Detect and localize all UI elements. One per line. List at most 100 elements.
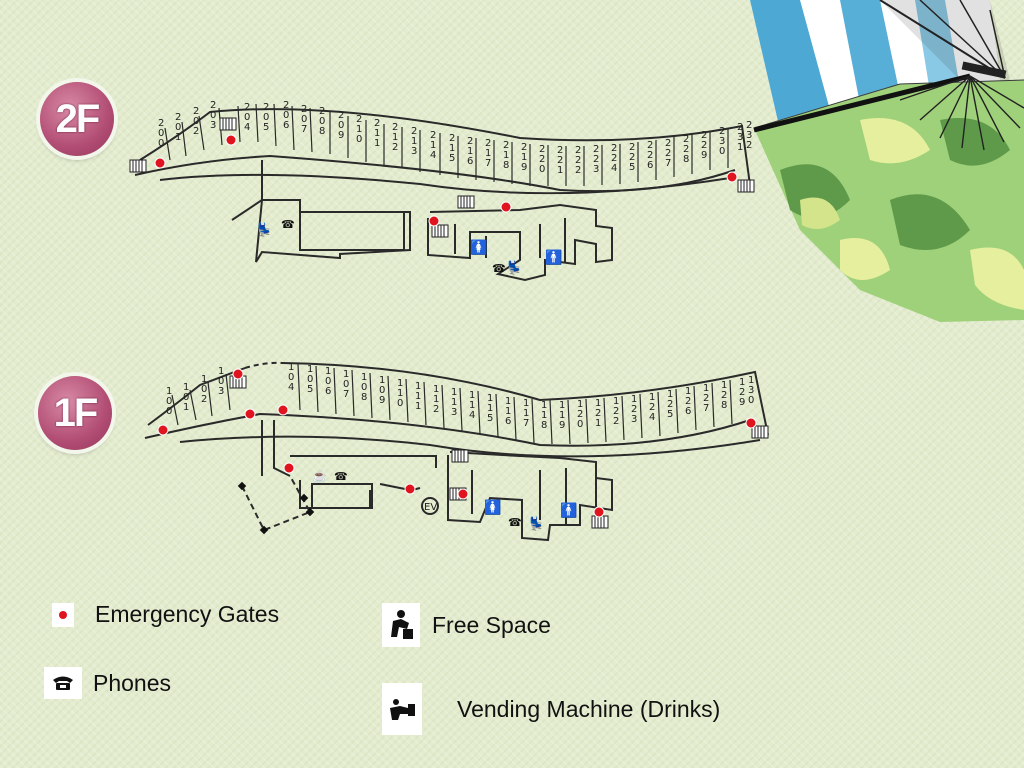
phone-icon: ☎: [508, 517, 522, 529]
emergency-gate-dot: [283, 462, 295, 474]
map-icons-1f: 🚺 🚹 ☕ ☎ 💺 ☎: [312, 468, 577, 531]
stairs-icon: [219, 117, 237, 131]
corridor-inner-1f: [179, 435, 761, 458]
emergency-gate-dot: [154, 157, 166, 169]
stairs-icon: [737, 179, 755, 193]
legend-label-emergency-gates: Emergency Gates: [95, 601, 280, 627]
blue-fan-icon: [750, 0, 1010, 130]
floor-badge-2f: 2F: [40, 82, 114, 156]
corridor-outer-1f: [147, 362, 769, 436]
corridor-outer-2f: [139, 108, 751, 186]
stairs-icon: [751, 425, 769, 439]
stairs-2f: [129, 117, 755, 238]
phone-icon: ☎: [281, 219, 295, 231]
legend-label-vending-machine: Vending Machine (Drinks): [457, 695, 721, 722]
emergency-gate-dot: [726, 171, 738, 183]
male-restroom-icon: 🚹: [560, 502, 577, 519]
emergency-gate-dot: [428, 215, 440, 227]
emergency-gate-dot: [225, 134, 237, 146]
legend-vending-machine: Vending Machine (Drinks): [382, 683, 720, 735]
vending-machine-icon: [382, 683, 422, 735]
elevator-label: EV: [424, 502, 437, 513]
hall-1f: [311, 483, 373, 509]
emergency-gate-dot: [244, 408, 256, 420]
legend-label-free-space: Free Space: [432, 611, 551, 638]
corridor-inner-2f: [159, 173, 731, 195]
emergency-gate-dot: [232, 368, 244, 380]
green-fan-icon: [753, 73, 1024, 322]
emergency-gate-dot: [500, 201, 512, 213]
phone-icon: ☎: [334, 471, 348, 483]
emergency-gate-dot: [745, 417, 757, 429]
floor-badge-1f: 1F: [38, 376, 112, 450]
phone-icon: ☎: [492, 263, 506, 275]
emergency-gate-dot: [593, 506, 605, 518]
legend-emergency-gates: Emergency Gates: [52, 601, 279, 628]
corridor-dashed-1f: [244, 361, 283, 369]
emergency-gate-dot: [404, 483, 416, 495]
west-wing-2f: [231, 160, 411, 263]
female-restroom-icon: 🚺: [470, 239, 487, 256]
stairs-icon: [457, 195, 475, 209]
free-space-icon: [382, 603, 420, 647]
hall-2f: [299, 211, 405, 251]
west-corridor-1f: [261, 420, 291, 477]
emergency-gate-dot: [277, 404, 289, 416]
stairs-icon: [431, 224, 449, 238]
emergency-dot-icon: [52, 602, 74, 627]
east-block-1f: [447, 451, 613, 542]
room-dividers-1f: [171, 363, 733, 445]
